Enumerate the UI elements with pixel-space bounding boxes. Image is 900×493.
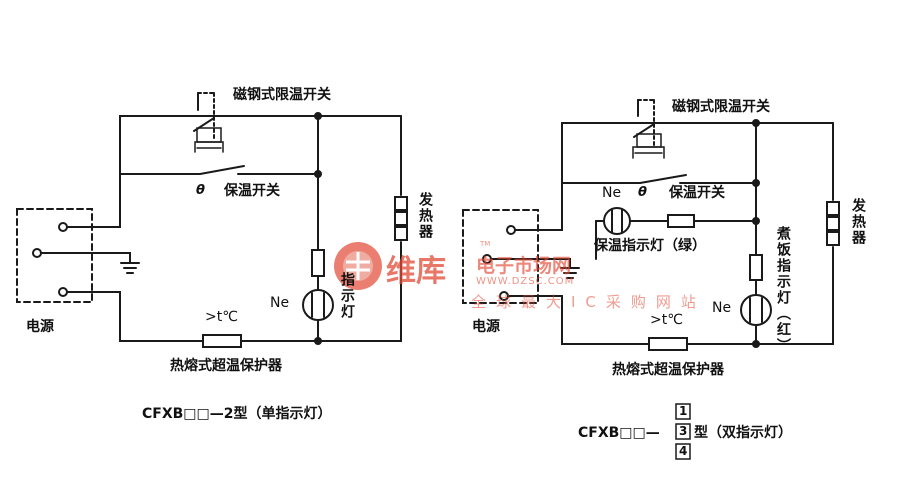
left-power-terminal-bottom — [58, 287, 68, 297]
watermark-brand: 维库 — [386, 254, 446, 289]
right-heater-symbol — [826, 201, 840, 246]
right-model-option-1: 1 — [679, 404, 688, 418]
right-power-box — [462, 209, 539, 304]
left-model-label: CFXB□□—2型（单指示灯） — [142, 406, 332, 422]
right-keep-warm-resistor — [667, 214, 695, 228]
left-fuse-label: 热熔式超温保护器 — [170, 358, 282, 374]
right-model-option-3: 3 — [679, 424, 688, 438]
left-ground-symbol — [120, 262, 140, 274]
left-power-label: 电源 — [26, 319, 54, 335]
right-keep-warm-indicator-label: 保温指示灯（绿） — [594, 238, 706, 254]
right-model-suffix-label: 型（双指示灯） — [694, 425, 792, 441]
right-thermal-fuse — [648, 337, 688, 351]
left-ne-label: Ne — [270, 295, 290, 311]
right-model-option-boxes — [675, 403, 691, 460]
left-magnetic-switch-label: 磁钢式限温开关 — [233, 87, 331, 103]
right-circuit — [462, 99, 840, 351]
right-temp-mark-label: >t℃ — [650, 312, 683, 328]
right-cooking-indicator-label: 煮饭指示灯（红） — [775, 226, 791, 354]
left-power-terminal-mid — [32, 248, 42, 258]
left-keep-warm-switch-label: 保温开关 — [224, 183, 280, 199]
right-cooking-ne-lamp — [740, 294, 772, 326]
right-magnetic-switch-symbol — [632, 99, 665, 159]
left-circuit — [16, 92, 408, 348]
watermark-logo-icon — [334, 242, 382, 290]
watermark-tm: TM — [480, 240, 491, 248]
left-power-terminal-top — [58, 222, 68, 232]
left-heater-label: 发热器 — [417, 192, 433, 240]
right-keep-warm-ne-lamp — [603, 207, 631, 235]
right-heater-label: 发热器 — [850, 198, 866, 246]
right-keep-warm-switch-symbol — [561, 174, 757, 184]
right-cooking-resistor — [749, 254, 763, 281]
right-power-label: 电源 — [472, 319, 500, 335]
left-indicator-resistor — [311, 249, 325, 277]
right-model-option-4: 4 — [679, 444, 688, 458]
right-ne-top-label: Ne — [602, 185, 622, 201]
right-magnetic-switch-label: 磁钢式限温开关 — [672, 99, 770, 115]
left-keep-warm-switch-symbol — [119, 165, 319, 175]
watermark-cn: 电子市场网 — [476, 255, 572, 277]
watermark-slogan: 全球最大IC采购网站 — [471, 293, 706, 311]
left-ne-lamp — [302, 289, 334, 321]
left-power-box — [16, 208, 93, 303]
right-ground-symbol — [560, 267, 580, 279]
left-indicator-label: 指示灯 — [339, 272, 355, 320]
right-theta-label: θ — [638, 185, 647, 200]
left-theta-label: θ — [196, 183, 205, 198]
left-heater-symbol — [394, 196, 408, 241]
watermark-url: WWW.DZSC.COM — [476, 276, 575, 287]
right-ne-bottom-label: Ne — [712, 300, 732, 316]
right-fuse-label: 热熔式超温保护器 — [612, 362, 724, 378]
left-temp-mark-label: >t℃ — [205, 309, 238, 325]
right-keep-warm-switch-label: 保温开关 — [669, 185, 725, 201]
left-magnetic-switch-symbol — [193, 92, 224, 153]
right-power-terminal-top — [506, 225, 516, 235]
left-thermal-fuse — [202, 334, 242, 348]
right-model-prefix-label: CFXB□□— — [578, 425, 660, 441]
